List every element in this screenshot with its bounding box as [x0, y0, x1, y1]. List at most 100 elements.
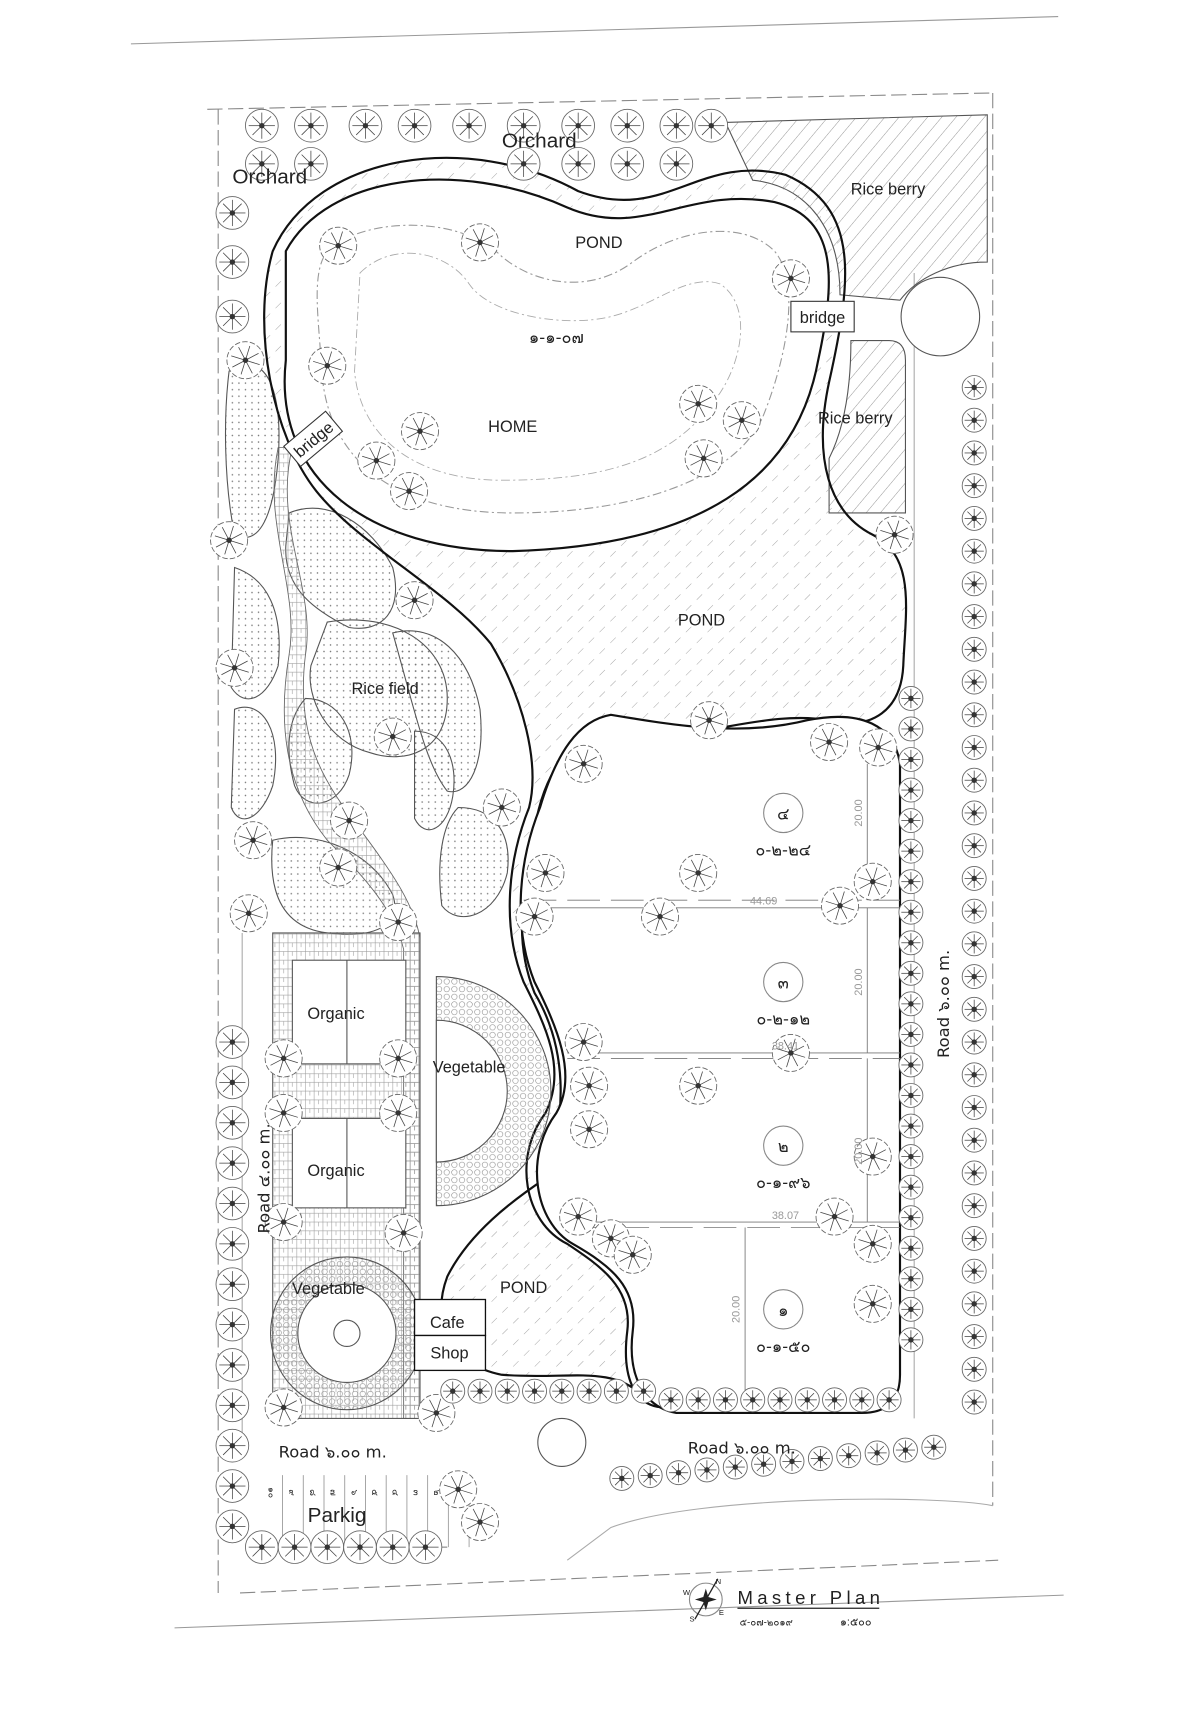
tree-icon — [506, 147, 541, 181]
tree-icon — [379, 903, 418, 942]
tree-icon — [679, 1066, 718, 1105]
plot-number: ๑ — [778, 1301, 788, 1320]
tree-icon — [659, 147, 694, 181]
plot-marker — [763, 792, 804, 834]
tree-icon — [898, 869, 924, 895]
drawing-date: ๕-๐๗-๒๐๑๙ — [740, 1618, 793, 1629]
tree-icon — [609, 1465, 635, 1491]
tree-icon — [215, 1025, 250, 1059]
tree-icon — [549, 1378, 575, 1404]
tree-icon — [319, 226, 358, 265]
tree-icon — [794, 1387, 820, 1413]
tree-icon — [264, 1203, 303, 1242]
tree-icon — [898, 838, 924, 864]
tree-icon — [961, 964, 987, 990]
parking-stall-number: ๗ — [329, 1489, 339, 1496]
plot-number: ๓ — [778, 974, 789, 993]
tree-icon — [641, 897, 679, 936]
tree-icon — [961, 604, 987, 630]
tree-icon — [245, 1530, 279, 1564]
tree-icon — [482, 788, 521, 827]
tree-icon — [226, 341, 265, 380]
plot-width-dimension: 38.07 — [772, 1210, 799, 1222]
tree-icon — [559, 1197, 598, 1236]
drawing-scale: ๑:๕๐๐ — [840, 1617, 871, 1629]
tree-icon — [961, 1356, 987, 1382]
tree-icon — [215, 1509, 250, 1544]
tree-icon — [722, 1454, 748, 1480]
tree-icon — [961, 407, 987, 433]
tree-icon — [308, 346, 347, 385]
bridge-right-label: bridge — [800, 309, 845, 327]
tree-icon — [779, 1448, 805, 1474]
label-home-area: ๑-๑-๐๗ — [529, 328, 584, 347]
tree-icon — [961, 735, 987, 760]
tree-icon — [390, 472, 429, 511]
tree-icon — [961, 1324, 987, 1350]
tree-icon — [961, 1258, 987, 1284]
label-shop: Shop — [430, 1344, 468, 1362]
tree-icon — [357, 441, 396, 480]
label-rice-berry-mid: Rice berry — [818, 410, 893, 428]
plot-area: ๐-๑-๙๖ — [756, 1173, 811, 1192]
tree-icon — [961, 1225, 987, 1251]
tree-icon — [379, 1093, 418, 1132]
tree-icon — [898, 747, 924, 772]
label-cafe: Cafe — [430, 1314, 465, 1332]
tree-icon — [961, 898, 987, 924]
tree-icon — [526, 853, 565, 892]
tree-icon — [898, 1113, 924, 1139]
tree-icon — [876, 1387, 902, 1413]
tree-icon — [961, 1127, 987, 1153]
tree-icon — [961, 833, 987, 859]
tree-icon — [461, 1503, 499, 1542]
tree-icon — [898, 716, 924, 742]
tree-icon — [853, 862, 892, 901]
compass-north-arrow: N W E S — [683, 1577, 724, 1623]
tree-icon — [215, 1065, 250, 1100]
tree-icon — [373, 717, 412, 756]
plot-number: ๔ — [777, 805, 789, 824]
plot-marker — [763, 1125, 804, 1166]
tree-icon — [898, 1052, 924, 1078]
drawing-title: Master Plan — [737, 1587, 884, 1608]
tree-icon — [215, 1227, 250, 1261]
label-orchard-left: Orchard — [232, 166, 307, 189]
tree-icon — [401, 412, 439, 451]
tree-icon — [771, 259, 810, 298]
label-rice-berry-top: Rice berry — [851, 180, 926, 198]
tree-icon — [658, 1387, 684, 1413]
tree-icon — [961, 996, 987, 1022]
tree-icon — [576, 1378, 602, 1404]
tree-icon — [440, 1378, 466, 1404]
tree-icon — [264, 1039, 303, 1078]
tree-icon — [898, 1144, 924, 1170]
parking-stall-number: ๖ — [349, 1490, 359, 1496]
tree-icon — [215, 196, 250, 230]
road-bottom-label: Road ๖.๐๐ m. — [688, 1438, 796, 1457]
tree-icon — [864, 1440, 890, 1466]
tree-icon — [898, 1174, 924, 1200]
tree-icon — [961, 1291, 987, 1317]
tree-icon — [898, 1205, 924, 1231]
tree-icon — [893, 1437, 918, 1463]
tree-icon — [898, 777, 924, 803]
tree-icon — [822, 1387, 847, 1413]
plot-depth-dimension: 20.00 — [731, 1296, 743, 1323]
plot-depth-dimension: 20.00 — [853, 799, 865, 826]
tree-icon — [408, 1530, 443, 1564]
tree-icon — [961, 1029, 987, 1055]
plot-width-dimension: 44.69 — [750, 896, 777, 908]
tree-icon — [961, 669, 987, 695]
tree-icon — [810, 723, 849, 762]
label-rice-field: Rice field — [351, 680, 418, 698]
tree-icon — [898, 1266, 924, 1292]
tree-icon — [564, 744, 603, 783]
plot-depth-dimension: 20.00 — [853, 968, 865, 995]
cafe-shop-building — [413, 1298, 487, 1372]
rice-berry-field — [724, 114, 988, 514]
tree-icon — [853, 1224, 892, 1263]
parking-stall-number: ๔ — [391, 1489, 401, 1496]
compass-w: W — [683, 1588, 691, 1597]
tree-icon — [722, 401, 761, 440]
